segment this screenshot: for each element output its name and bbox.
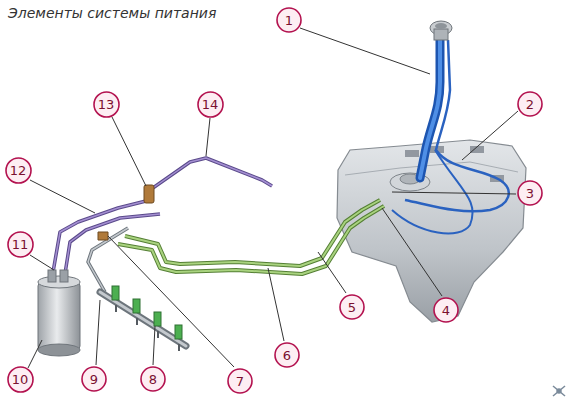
fuel-filter (38, 270, 80, 356)
callout-circle: 5 (339, 294, 365, 320)
fuel-rail (100, 286, 186, 351)
fuel-lines (118, 200, 384, 274)
callout-circle: 14 (197, 91, 224, 118)
callout-ring (8, 232, 33, 257)
callout-number: 10 (12, 373, 29, 386)
callout-number: 2 (526, 98, 534, 111)
callout-circle: 10 (7, 366, 34, 393)
callout-circle: 7 (227, 368, 253, 394)
callout-circle: 1 (276, 7, 302, 33)
callout-circle: 2 (517, 91, 543, 117)
callout-ring (275, 343, 299, 367)
callout-ring (277, 8, 301, 32)
watermark-icon (553, 386, 565, 396)
callout-ring (340, 295, 364, 319)
callout-number: 9 (90, 373, 98, 386)
diagram-title: Элементы системы питания (8, 5, 216, 21)
callout-number: 11 (12, 238, 29, 251)
callout-number: 13 (98, 98, 115, 111)
callout-number: 8 (149, 373, 157, 386)
callout-number: 7 (236, 375, 244, 388)
fuel-tank (337, 140, 526, 322)
callout-ring (518, 92, 542, 116)
callout-ring (82, 367, 106, 391)
callout-number: 6 (283, 349, 291, 362)
callout-ring (6, 158, 31, 183)
callout-ring (94, 92, 119, 117)
callout-number: 5 (348, 301, 356, 314)
callout-number: 14 (202, 98, 219, 111)
callout-number: 12 (10, 164, 27, 177)
leader-lines (28, 28, 518, 368)
callout-ring (198, 92, 223, 117)
filler-neck (392, 21, 509, 233)
callout-number: 1 (285, 14, 293, 27)
callout-ring (434, 298, 458, 322)
callout-circle: 12 (5, 157, 32, 184)
callout-circle: 13 (93, 91, 120, 118)
callout-circle: 8 (140, 366, 166, 392)
callout-circle: 6 (274, 342, 300, 368)
callout-ring (518, 181, 542, 205)
callout-number: 4 (442, 304, 450, 317)
callout-ring (228, 369, 252, 393)
callout-ring (8, 367, 33, 392)
callout-ring (141, 367, 165, 391)
callout-circle: 3 (517, 180, 543, 206)
callout-circle: 11 (7, 231, 34, 258)
callout-circle: 4 (433, 297, 459, 323)
callout-number: 3 (526, 187, 534, 200)
vapour-lines (52, 158, 272, 292)
callout-circle: 9 (81, 366, 107, 392)
